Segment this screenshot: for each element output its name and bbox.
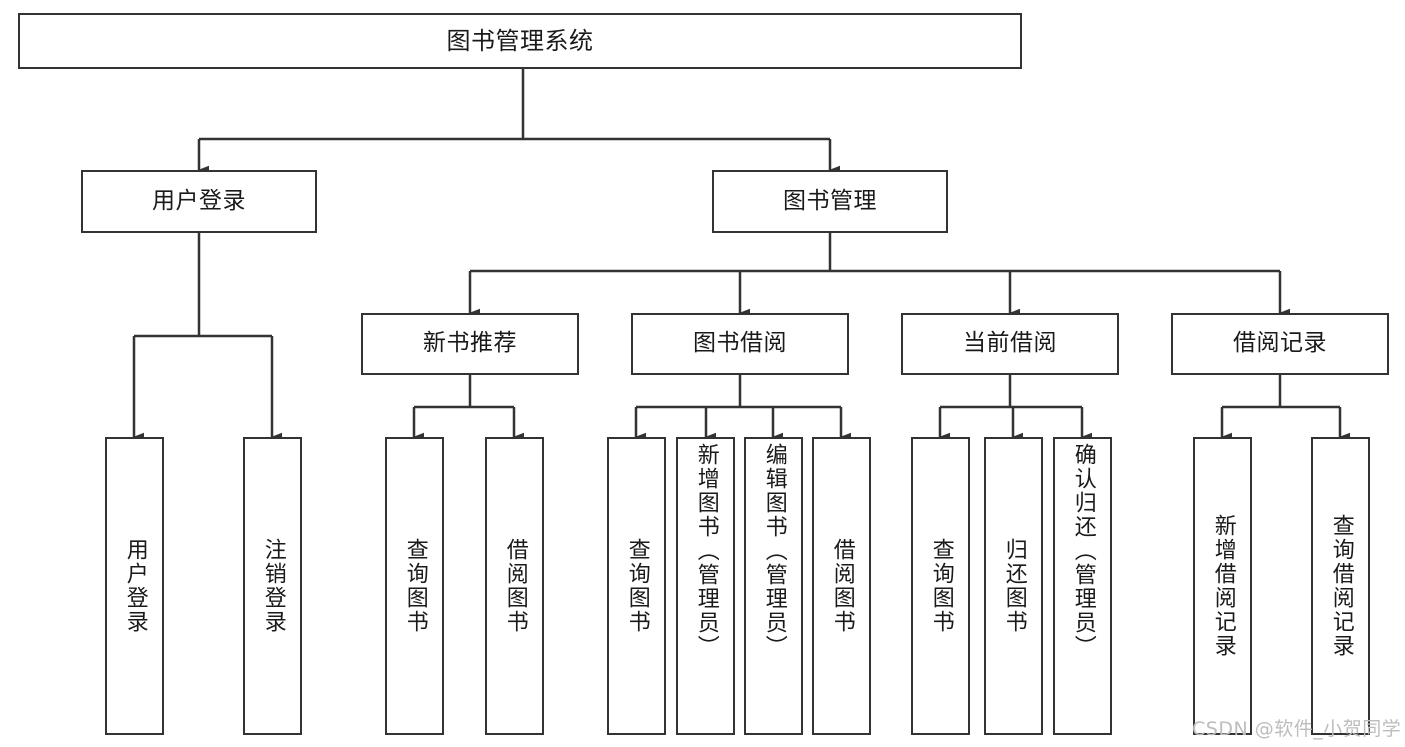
node-label: 用户登录 [152, 187, 246, 214]
node-leaf-confirm-return[interactable]: 确认归还（管理员） [1053, 437, 1112, 735]
node-leaf-user-login[interactable]: 用户登录 [105, 437, 164, 735]
node-label: 新书推荐 [423, 330, 517, 357]
node-book-manage[interactable]: 图书管理 [712, 170, 948, 233]
node-label: 注销登录 [260, 538, 286, 634]
node-leaf-borrow-book-rec[interactable]: 借阅图书 [485, 437, 544, 735]
node-label: 新增图书（管理员） [693, 443, 719, 659]
node-borrow-record[interactable]: 借阅记录 [1171, 313, 1389, 375]
node-label: 图书管理 [783, 187, 877, 214]
node-current-borrow[interactable]: 当前借阅 [901, 313, 1119, 375]
node-leaf-user-logout[interactable]: 注销登录 [243, 437, 302, 735]
connector-lines [132, 69, 1350, 442]
node-label: 图书借阅 [693, 330, 787, 357]
node-user-login[interactable]: 用户登录 [81, 170, 317, 233]
node-label: 查询图书 [928, 538, 954, 634]
node-leaf-borrow-book[interactable]: 借阅图书 [812, 437, 871, 735]
node-book-borrow[interactable]: 图书借阅 [631, 313, 849, 375]
node-label: 用户登录 [122, 538, 148, 634]
node-leaf-add-record[interactable]: 新增借阅记录 [1193, 437, 1252, 735]
node-leaf-edit-book[interactable]: 编辑图书（管理员） [744, 437, 803, 735]
node-label: 查询借阅记录 [1328, 514, 1354, 658]
node-leaf-query-book-rec[interactable]: 查询图书 [385, 437, 444, 735]
node-leaf-query-book[interactable]: 查询图书 [607, 437, 666, 735]
node-label: 借阅记录 [1233, 330, 1327, 357]
node-new-book-rec[interactable]: 新书推荐 [361, 313, 579, 375]
node-label: 当前借阅 [963, 330, 1057, 357]
node-leaf-query-book-cur[interactable]: 查询图书 [911, 437, 970, 735]
node-label: 借阅图书 [502, 538, 528, 634]
node-label: 编辑图书（管理员） [761, 443, 787, 659]
node-label: 借阅图书 [829, 538, 855, 634]
csdn-watermark: CSDN @软件_小贺同学 [1192, 718, 1402, 740]
node-root[interactable]: 图书管理系统 [18, 13, 1022, 69]
node-leaf-query-record[interactable]: 查询借阅记录 [1311, 437, 1370, 735]
node-label: 图书管理系统 [446, 26, 594, 55]
node-leaf-add-book[interactable]: 新增图书（管理员） [676, 437, 735, 735]
node-label: 查询图书 [624, 538, 650, 634]
node-label: 查询图书 [402, 538, 428, 634]
node-leaf-return-book[interactable]: 归还图书 [984, 437, 1043, 735]
node-label: 新增借阅记录 [1210, 514, 1236, 658]
node-label: 确认归还（管理员） [1070, 443, 1096, 659]
node-label: 归还图书 [1001, 538, 1027, 634]
